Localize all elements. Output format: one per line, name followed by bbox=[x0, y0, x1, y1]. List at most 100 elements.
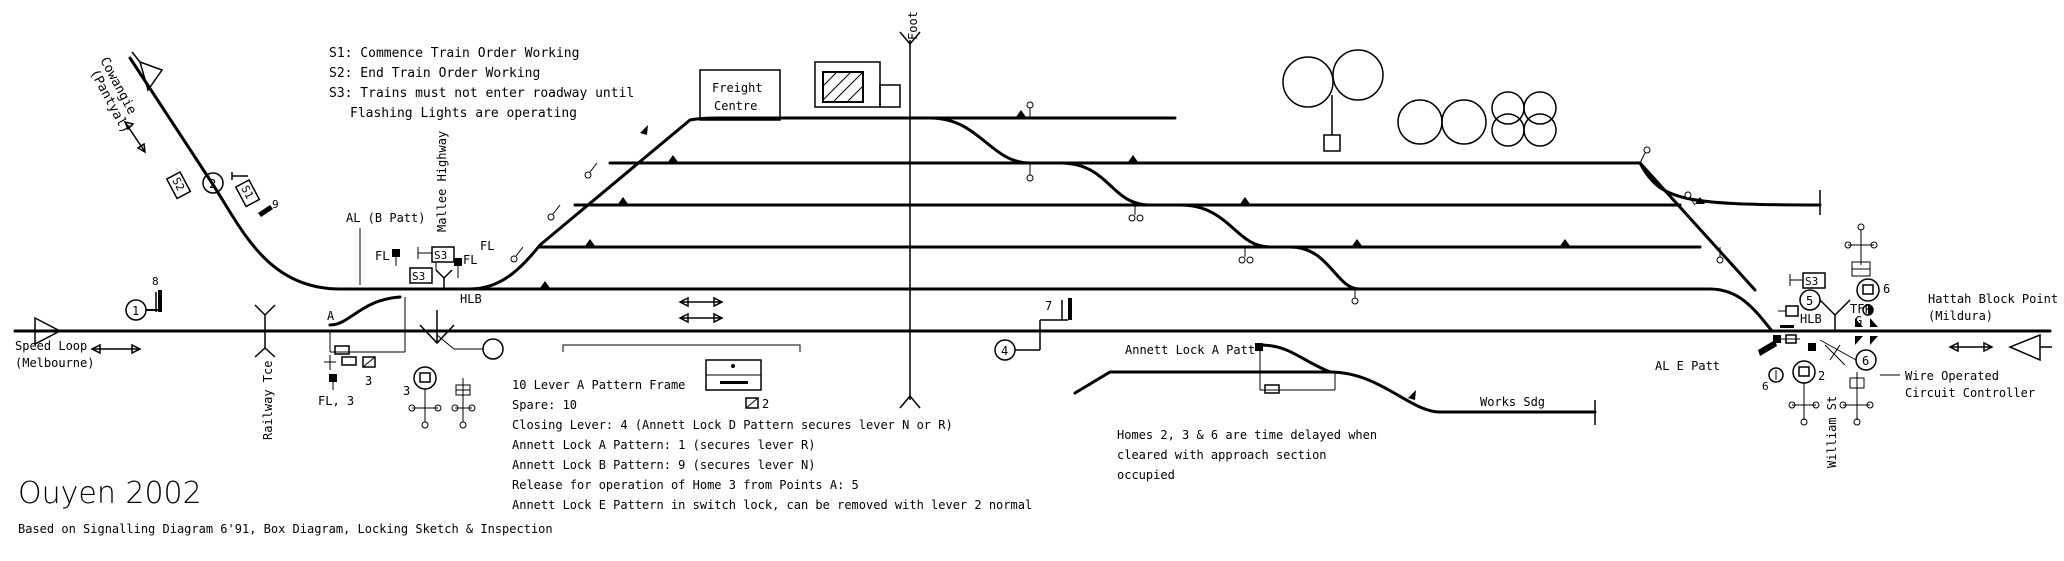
wire-operated-label-2: Circuit Controller bbox=[1905, 386, 2035, 400]
signal-3b-lamp-3 bbox=[459, 421, 467, 429]
tank-base bbox=[1323, 134, 1341, 152]
frame-notes: 10 Lever A Pattern Frame Spare: 10 Closi… bbox=[512, 378, 1032, 512]
note-s3: S3: Trains must not enter roadway until bbox=[329, 86, 634, 101]
lever-5-number: 5 bbox=[1806, 294, 1813, 308]
annett-lock-box bbox=[1264, 384, 1280, 394]
signal-2-east-number: 2 bbox=[1818, 369, 1825, 383]
william-st-label: William St bbox=[1825, 396, 1839, 468]
east-direction-arrow bbox=[1948, 341, 1994, 353]
box-release bbox=[745, 397, 759, 409]
lever-4-circle bbox=[994, 339, 1016, 361]
signal-6-half-fill bbox=[1868, 305, 1873, 315]
lever-2-circle bbox=[202, 172, 224, 194]
diagram-subtitle: Based on Signalling Diagram 6'91, Box Di… bbox=[18, 522, 553, 536]
gate-bell-3 bbox=[1855, 336, 1863, 345]
lever-1-number: 1 bbox=[132, 304, 139, 318]
s2-sign bbox=[165, 170, 192, 200]
fl-mid-label-1: FL bbox=[480, 239, 494, 253]
middle-arrow-1 bbox=[678, 296, 724, 308]
points-a-release bbox=[362, 356, 376, 368]
lever-3-tag: 3 bbox=[365, 374, 372, 388]
east-ground-disc bbox=[1768, 367, 1784, 383]
mallee-hwy-signal-y bbox=[435, 269, 453, 289]
frame-note-5: Annett Lock B Pattern: 9 (secures lever … bbox=[512, 458, 815, 472]
points-a-label: A bbox=[327, 309, 335, 323]
crossover-1 bbox=[928, 116, 1032, 165]
signal-3-number: 3 bbox=[403, 384, 410, 398]
signal-3-arm bbox=[419, 372, 431, 383]
gate-bell-4 bbox=[1870, 336, 1878, 345]
signal-3b-lamp-2 bbox=[468, 404, 476, 412]
silo-4 bbox=[1523, 91, 1557, 125]
east-ground-number: 6 bbox=[1762, 380, 1769, 393]
note-s2: S2: End Train Order Working bbox=[329, 66, 540, 81]
signal-3-lamp-2 bbox=[434, 404, 442, 412]
east-crossing-lamp-1 bbox=[1839, 401, 1847, 409]
frame-note-3: Closing Lever: 4 (Annett Lock D Pattern … bbox=[512, 418, 953, 432]
points-a-lock bbox=[334, 345, 350, 355]
mallee-hwy-hut-arm bbox=[436, 334, 455, 350]
lever-2-number: 2 bbox=[209, 177, 216, 191]
hlb-west-label: HLB bbox=[460, 292, 482, 306]
fl-west-label: FL bbox=[375, 249, 389, 263]
melbourne-label: (Melbourne) bbox=[15, 356, 94, 370]
crossover-4 bbox=[1288, 245, 1362, 291]
signal-2-east-lamp-1 bbox=[1788, 401, 1796, 409]
railway-tce-crossing bbox=[254, 304, 276, 358]
hattah-label: Hattah Block Point bbox=[1928, 292, 2058, 306]
homes-note-2: cleared with approach section bbox=[1117, 448, 1327, 462]
clearance-markers bbox=[540, 110, 1705, 400]
signal-9-number: 9 bbox=[272, 198, 279, 211]
signal-3b-lamp-1 bbox=[451, 404, 459, 412]
foot-label: Foot bbox=[906, 11, 920, 40]
homes-note-3: occupied bbox=[1117, 468, 1175, 482]
ne-signal-lamp-3 bbox=[1857, 223, 1865, 231]
ne-signal-lamp-1 bbox=[1844, 241, 1852, 249]
gate-bell-2 bbox=[1870, 318, 1878, 327]
goods-shed-hatch bbox=[822, 71, 864, 103]
box-release-diag bbox=[745, 397, 759, 409]
freight-centre-label-1: Freight bbox=[712, 81, 763, 95]
points-a-detector bbox=[341, 356, 357, 366]
cowangie-direction-arrow bbox=[123, 120, 146, 154]
fl3-light bbox=[329, 374, 337, 382]
lever-6-link bbox=[1819, 339, 1857, 361]
signal-7-number: 7 bbox=[1045, 299, 1052, 313]
tank-2 bbox=[1332, 49, 1384, 101]
signal-box-dot bbox=[731, 364, 735, 368]
east-crossing-lamp-3 bbox=[1853, 418, 1861, 426]
annett-lock-a-label: Annett Lock A Patt bbox=[1125, 343, 1255, 357]
s3-label-1: S3 bbox=[434, 249, 447, 262]
signal-6-arm bbox=[1862, 284, 1874, 295]
yard-road-4 bbox=[1638, 161, 1757, 292]
freight-centre-label-2: Centre bbox=[714, 99, 757, 113]
lever-6-number: 6 bbox=[1862, 354, 1869, 368]
signal-3-head bbox=[413, 366, 437, 390]
signal-box-bar bbox=[720, 381, 748, 384]
signal-6-head bbox=[1856, 278, 1880, 302]
mallee-highway-label: Mallee Highway bbox=[435, 131, 449, 232]
signal-6-number: 6 bbox=[1883, 282, 1890, 296]
frame-bracket bbox=[562, 344, 801, 352]
s3-label-2: S3 bbox=[412, 270, 425, 283]
east-crossing-x1 bbox=[1824, 344, 1846, 366]
g-label: G bbox=[1855, 314, 1862, 328]
points-a-track bbox=[328, 295, 402, 327]
crossover-2 bbox=[1058, 161, 1152, 207]
gate-bell-1 bbox=[1855, 318, 1863, 327]
mildura-label: (Mildura) bbox=[1928, 309, 1993, 323]
homes-note-1: Homes 2, 3 & 6 are time delayed when bbox=[1117, 428, 1377, 442]
al-e-patt-label: AL E Patt bbox=[1655, 359, 1720, 373]
hlb-east-label: HLB bbox=[1800, 312, 1822, 326]
crossover-3 bbox=[1178, 203, 1272, 249]
freight-centre-building bbox=[699, 69, 781, 121]
yard-lead bbox=[468, 116, 1177, 291]
middle-arrow-2 bbox=[678, 312, 724, 324]
hlb-east-box bbox=[1785, 305, 1799, 317]
east-crossing-lamp-2 bbox=[1866, 401, 1874, 409]
s1-label: S1 bbox=[238, 183, 256, 201]
frame-note-4: Annett Lock A Pattern: 1 (secures lever … bbox=[512, 438, 815, 452]
foot-crossing-top bbox=[899, 31, 921, 46]
speed-loop-label: Speed Loop bbox=[15, 339, 87, 353]
tfp-bar bbox=[1780, 325, 1794, 328]
